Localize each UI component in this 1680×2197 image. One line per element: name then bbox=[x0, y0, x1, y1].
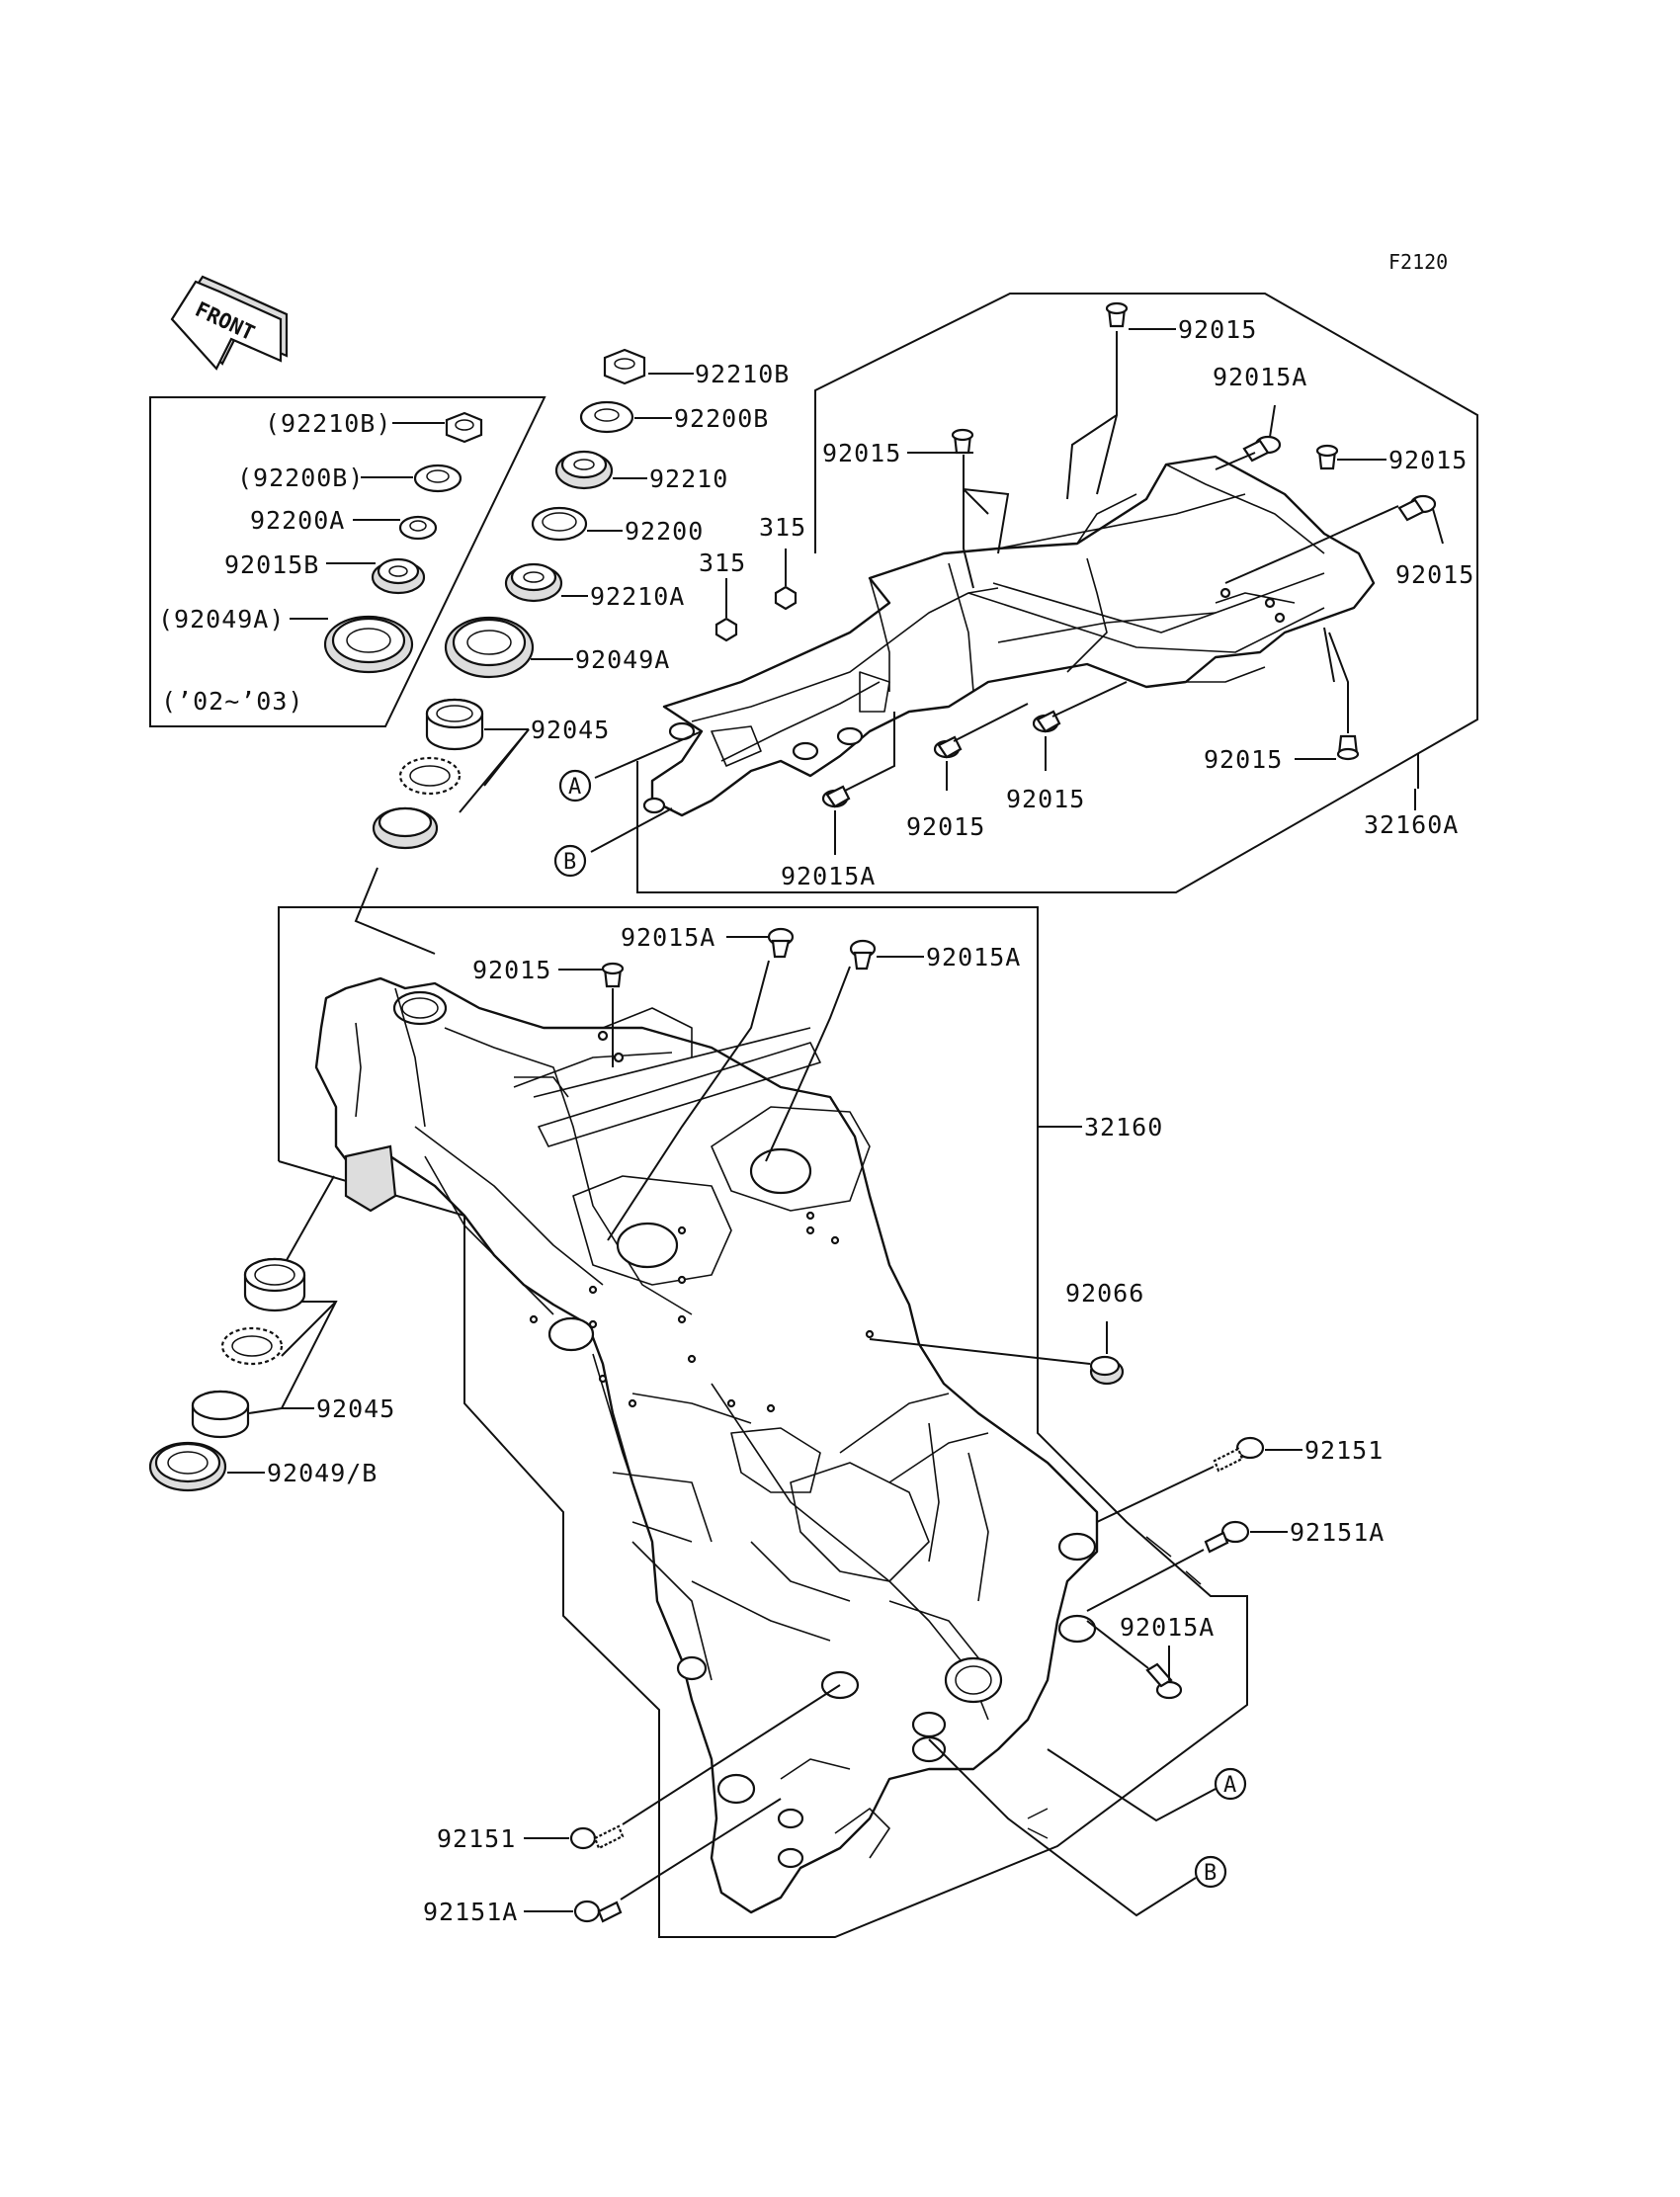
frame-bolt-92015A-1-icon bbox=[767, 927, 795, 959]
bolt-92151-left-icon bbox=[569, 1824, 625, 1850]
label-92045-top: 92045 bbox=[531, 716, 610, 744]
label-315-a: 315 bbox=[699, 549, 746, 577]
label-92015A-top: 92015A bbox=[1213, 363, 1307, 391]
nut-icon bbox=[603, 348, 646, 385]
callout-b-subframe: B bbox=[553, 844, 587, 878]
label-92200B-inset: (92200B) bbox=[237, 464, 364, 492]
bolt-92015A-mid-icon bbox=[821, 785, 851, 808]
bearing-cup-lower-icon bbox=[191, 1390, 250, 1439]
label-32160A: 32160A bbox=[1364, 810, 1459, 839]
subframe-box bbox=[636, 293, 1478, 893]
bolt-92151-right-icon bbox=[1213, 1436, 1265, 1473]
label-92015-top1: 92015 bbox=[1178, 315, 1257, 344]
label-92151-left: 92151 bbox=[437, 1824, 516, 1853]
label-92200A: 92200A bbox=[250, 506, 345, 535]
bolt-92151A-right-icon bbox=[1204, 1520, 1250, 1554]
inset-seal-icon bbox=[323, 615, 414, 674]
callout-a-subframe: A bbox=[558, 769, 592, 803]
frame-bolt-92015A-2-icon bbox=[849, 939, 877, 971]
bolt-92151A-left-icon bbox=[573, 1900, 623, 1923]
bolt-92015A-low-icon bbox=[1145, 1662, 1183, 1700]
label-92015-mid2: 92015 bbox=[1006, 785, 1085, 813]
inset-washer-icon bbox=[413, 464, 462, 493]
svg-text:B: B bbox=[1204, 1861, 1217, 1886]
lock-washer-icon bbox=[531, 506, 588, 542]
label-92015A-frame1: 92015A bbox=[621, 923, 715, 952]
label-92015-frame: 92015 bbox=[472, 956, 551, 984]
label-years: (’02~’03) bbox=[161, 687, 303, 716]
castle-nut-lower-icon bbox=[504, 562, 563, 603]
svg-text:B: B bbox=[563, 850, 576, 875]
frame-bolt-92015-icon bbox=[601, 962, 625, 988]
inset-nut-icon bbox=[445, 411, 483, 444]
label-315-b: 315 bbox=[759, 513, 806, 542]
label-92015-top3: 92015 bbox=[1388, 446, 1468, 474]
callout-b-frame: B bbox=[1194, 1855, 1227, 1889]
main-frame-32160 bbox=[314, 976, 1099, 1914]
rear-subframe-32160A bbox=[642, 455, 1376, 817]
diagram-code: F2120 bbox=[1388, 250, 1448, 274]
label-92015A-low: 92015A bbox=[1120, 1613, 1215, 1642]
label-92049B: 92049/B bbox=[267, 1459, 378, 1487]
callout-a-frame: A bbox=[1214, 1767, 1247, 1801]
front-arrow-icon: FRONT bbox=[170, 275, 289, 371]
washer-icon bbox=[579, 400, 634, 434]
bolt-right-lower-icon bbox=[1336, 734, 1360, 761]
label-92200B: 92200B bbox=[674, 404, 769, 433]
bolt-92015A-top-icon bbox=[1242, 435, 1282, 463]
bolt-mid-left-icon bbox=[933, 735, 963, 759]
label-92015-right: 92015 bbox=[1395, 560, 1474, 589]
nut-315-a-icon bbox=[714, 617, 738, 642]
label-92045-bottom: 92045 bbox=[316, 1394, 395, 1423]
label-92210B-inset: (92210B) bbox=[265, 409, 391, 438]
label-92015A-mid: 92015A bbox=[781, 862, 876, 890]
bolt-mid-right-icon bbox=[1032, 710, 1061, 733]
label-92015B: 92015B bbox=[224, 550, 319, 579]
seal-lower-icon bbox=[148, 1441, 227, 1492]
label-92200: 92200 bbox=[625, 517, 704, 546]
label-92151-right: 92151 bbox=[1304, 1436, 1384, 1465]
label-92015-top2: 92015 bbox=[822, 439, 901, 467]
castle-nut-icon bbox=[554, 450, 614, 490]
label-92151A-left: 92151A bbox=[423, 1898, 518, 1926]
label-92210: 92210 bbox=[649, 465, 728, 493]
label-32160: 32160 bbox=[1084, 1113, 1163, 1141]
label-92015-right-low: 92015 bbox=[1204, 745, 1283, 774]
bolt-upper-left-icon bbox=[951, 428, 974, 455]
label-92210A: 92210A bbox=[590, 582, 685, 611]
svg-text:A: A bbox=[1223, 1773, 1236, 1798]
label-92049A: 92049A bbox=[575, 645, 670, 674]
main-frame-box bbox=[278, 906, 1248, 1938]
bolt-right-upper-icon bbox=[1315, 444, 1339, 470]
label-92015A-frame2: 92015A bbox=[926, 943, 1021, 972]
label-92151A-right: 92151A bbox=[1290, 1518, 1385, 1547]
svg-text:A: A bbox=[568, 775, 581, 800]
bolt-right-icon bbox=[1397, 494, 1437, 522]
label-92210B: 92210B bbox=[695, 360, 790, 388]
bearing-race-lower-icon bbox=[243, 1257, 306, 1312]
inset-washer-small-icon bbox=[398, 515, 438, 541]
label-92015-mid1: 92015 bbox=[906, 812, 985, 841]
bearing-icon bbox=[398, 756, 462, 796]
cap-92066-icon bbox=[1089, 1355, 1125, 1386]
bearing-race-icon bbox=[425, 698, 484, 751]
seal-icon bbox=[444, 616, 535, 679]
label-92049A-inset: (92049A) bbox=[158, 605, 285, 634]
bolt-top-icon bbox=[1105, 301, 1129, 328]
inset-box-02-03 bbox=[149, 396, 546, 727]
bearing-cup-icon bbox=[372, 806, 439, 850]
bearing-lower-icon bbox=[220, 1326, 284, 1366]
label-92066: 92066 bbox=[1065, 1279, 1144, 1308]
inset-castle-nut-icon bbox=[371, 557, 426, 595]
nut-315-b-icon bbox=[774, 585, 798, 611]
